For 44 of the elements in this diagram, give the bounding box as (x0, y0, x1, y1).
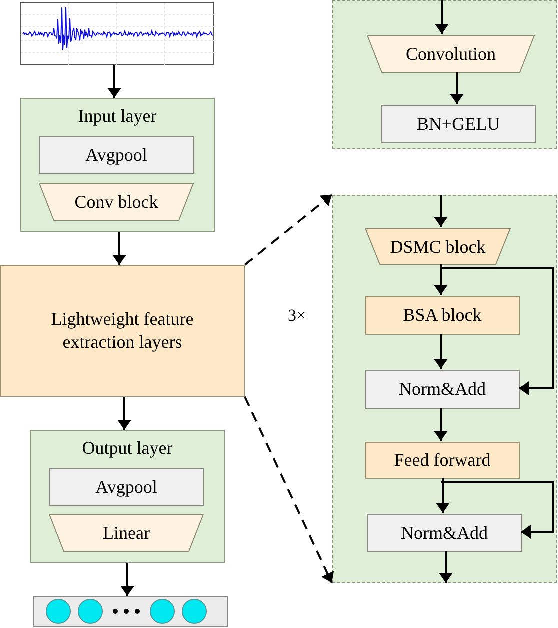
process-box (381, 105, 536, 143)
box-label: Convolution (406, 43, 496, 65)
process-box (0, 265, 245, 397)
box-label: DSMC block (390, 236, 486, 258)
box-label: Norm&Add (399, 378, 486, 401)
box-label: Avgpool (96, 476, 158, 498)
process-box (365, 296, 520, 335)
arrow (450, 72, 464, 104)
box-label: Linear (103, 522, 150, 544)
box-label: Conv block (74, 191, 158, 213)
process-box (367, 514, 522, 552)
output-vector-bar (33, 596, 228, 627)
arrow (434, 334, 448, 369)
process-box (365, 370, 520, 409)
arrow (118, 397, 132, 430)
process-box (39, 136, 194, 174)
arrow (434, 195, 448, 227)
box-label: Feed forward (394, 449, 491, 472)
dashed-panel (332, 0, 557, 149)
box-label: BSA block (403, 304, 482, 327)
box-label: Norm&Add (401, 522, 488, 544)
arrow (108, 65, 122, 98)
process-box (365, 442, 520, 479)
dashed-arrow (244, 396, 334, 584)
panel-heading: Output layer (82, 437, 173, 459)
dashed-panel (332, 195, 557, 583)
box-label: BN+GELU (416, 112, 500, 136)
arrow (435, 0, 449, 34)
arrow (112, 232, 126, 265)
arrow (441, 267, 554, 396)
arrow (441, 481, 554, 539)
arrow (436, 478, 450, 513)
box-label: Lightweight feature extraction layers (50, 308, 195, 354)
repeat-label: 3× (288, 305, 306, 327)
panel-heading: Input layer (78, 105, 157, 127)
dashed-arrow (244, 194, 333, 266)
layer-panel (20, 98, 215, 232)
layer-panel (30, 430, 225, 563)
arrow (120, 563, 134, 596)
box-label: Avgpool (86, 144, 148, 166)
arrow (439, 551, 453, 583)
arrow (434, 408, 448, 441)
process-box (49, 468, 204, 506)
arrow (434, 264, 448, 295)
